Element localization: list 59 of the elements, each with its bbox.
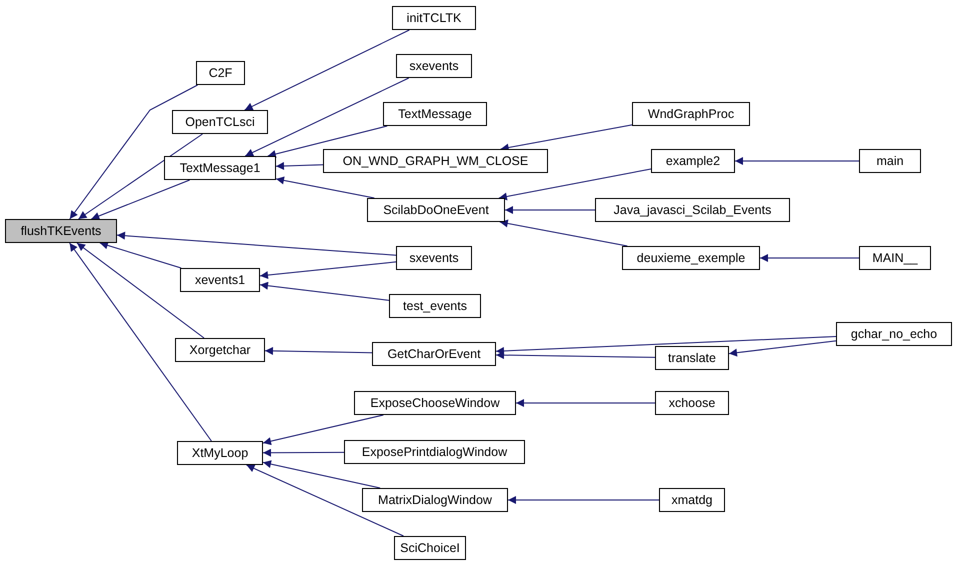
arrow (734, 157, 860, 165)
arrow (508, 496, 660, 504)
arrow (276, 162, 324, 170)
arrow (499, 220, 628, 246)
arrow (246, 464, 404, 536)
function-box: deuxieme_exemple (622, 246, 760, 270)
arrow (262, 460, 381, 488)
arrow (99, 242, 182, 268)
function-box: flushTKEvents (5, 219, 117, 243)
arrow (116, 232, 396, 256)
arrow (69, 84, 198, 220)
function-box: MatrixDialogWindow (362, 488, 508, 512)
function-box: initTCLTK (392, 6, 476, 30)
arrow (262, 414, 384, 446)
function-box: gchar_no_echo (836, 322, 952, 346)
function-box: Java_javasci_Scilab_Events (595, 198, 790, 222)
arrow (496, 336, 836, 355)
arrow (262, 448, 344, 457)
arrow (264, 346, 372, 355)
arrow (728, 340, 836, 357)
arrow (78, 134, 203, 220)
arrow (244, 78, 410, 156)
arrow (90, 180, 190, 220)
function-box: test_events (389, 294, 481, 318)
function-box: TextMessage1 (164, 156, 276, 180)
function-box: MAIN__ (859, 246, 931, 270)
function-box: WndGraphProc (632, 102, 750, 126)
function-box: xchoose (655, 391, 729, 415)
arrow (516, 399, 656, 407)
arrow (504, 206, 596, 214)
function-box: main (859, 149, 921, 173)
function-box: SciChoiceI (394, 536, 466, 560)
arrow (498, 168, 652, 200)
function-box: ON_WND_GRAPH_WM_CLOSE (323, 149, 548, 173)
function-box: GetCharOrEvent (372, 342, 496, 366)
arrow (500, 124, 632, 152)
function-box: translate (655, 346, 729, 370)
function-box: example2 (651, 149, 735, 173)
function-box: ExposePrintdialogWindow (344, 440, 525, 464)
arrow (260, 261, 396, 280)
function-box: OpenTCLsci (172, 110, 268, 134)
function-box: xmatdg (659, 488, 725, 512)
function-box: TextMessage (383, 102, 487, 126)
arrow (244, 30, 410, 110)
function-box: ScilabDoOneEvent (367, 198, 505, 222)
arrow (69, 242, 212, 442)
arrow (276, 176, 375, 198)
function-box: XtMyLoop (177, 441, 263, 465)
arrow (267, 126, 388, 158)
arrow (76, 242, 204, 338)
function-box: C2F (196, 61, 245, 85)
function-box: sxevents (396, 54, 472, 78)
function-box: Xorgetchar (175, 338, 265, 362)
arrow (496, 351, 656, 360)
arrow (260, 282, 390, 301)
function-box: xevents1 (180, 268, 260, 292)
function-box: sxevents (396, 246, 472, 270)
arrow (760, 254, 860, 262)
function-box: ExposeChooseWindow (354, 391, 516, 415)
